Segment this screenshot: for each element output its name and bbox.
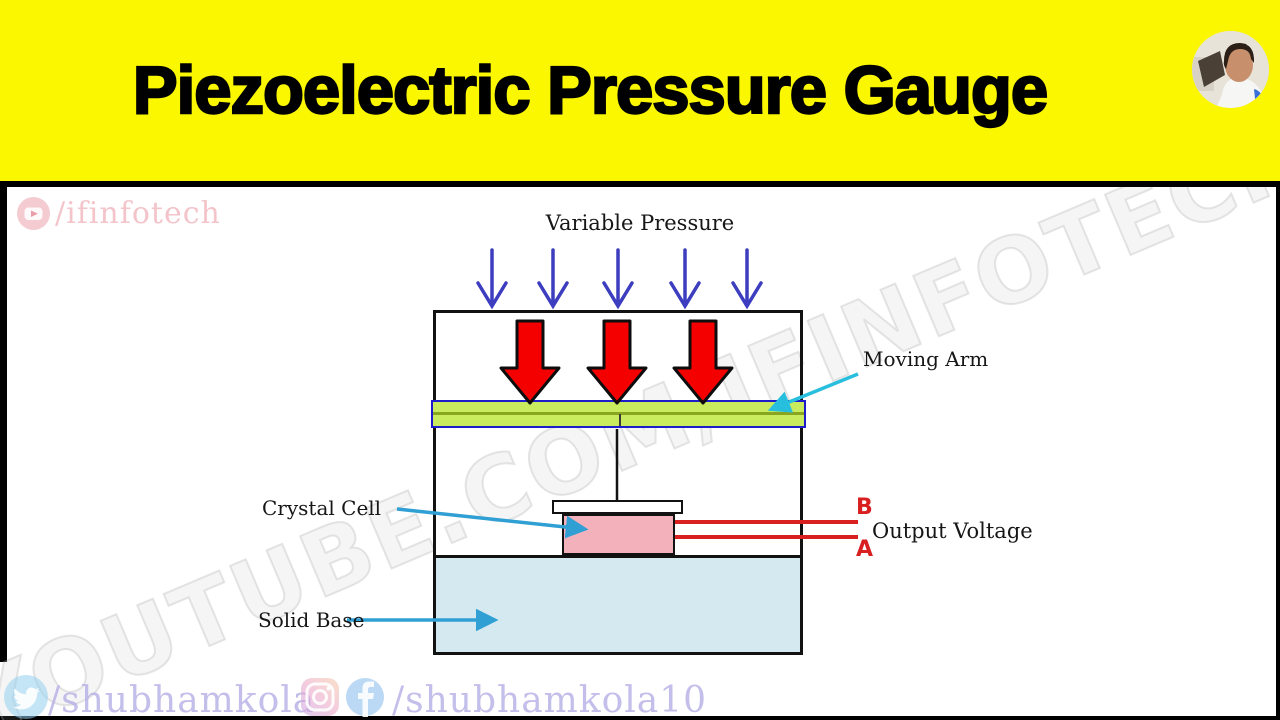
variable-pressure-label: Variable Pressure [545, 211, 735, 235]
right-edge-bar [1276, 187, 1280, 720]
instagram-icon [301, 678, 339, 716]
moving-arm-notch [618, 414, 621, 426]
crystal-cell-label: Crystal Cell [262, 496, 382, 520]
youtube-handle: /ifinfotech [55, 196, 221, 231]
header-separator [0, 181, 1280, 187]
top-plate [552, 500, 683, 514]
avatar-photo [1192, 31, 1269, 108]
title-banner: Piezoelectric Pressure Gauge [0, 0, 1280, 181]
social-watermarks: /shubhamkola /shubhamkola10 [0, 674, 1280, 720]
moving-arm-midline [433, 412, 804, 415]
social-handle: /shubhamkola10 [392, 680, 708, 720]
page-title: Piezoelectric Pressure Gauge [132, 52, 1050, 129]
terminal-a-label: A [856, 537, 874, 562]
crystal-cell-block [562, 514, 675, 555]
left-edge-bar [0, 187, 7, 662]
twitter-handle: /shubhamkola [48, 680, 316, 720]
channel-avatar [1192, 31, 1269, 108]
terminal-b-label: B [856, 495, 873, 520]
variable-pressure-arrows [476, 248, 763, 310]
twitter-icon [4, 675, 48, 719]
diagram-area: /ifinfotech YOUTUBE.COM/IFINFOTECH [0, 187, 1280, 720]
moving-arm-bar [431, 400, 806, 428]
moving-arm-label: Moving Arm [863, 347, 989, 371]
facebook-icon [346, 678, 384, 717]
bottom-edge-bar [0, 716, 1280, 720]
youtube-icon [17, 197, 50, 230]
solid-base-label: Solid Base [258, 608, 365, 632]
solid-base-block [433, 555, 803, 655]
youtube-watermark: /ifinfotech [16, 196, 221, 231]
output-voltage-label: Output Voltage [872, 519, 1033, 543]
